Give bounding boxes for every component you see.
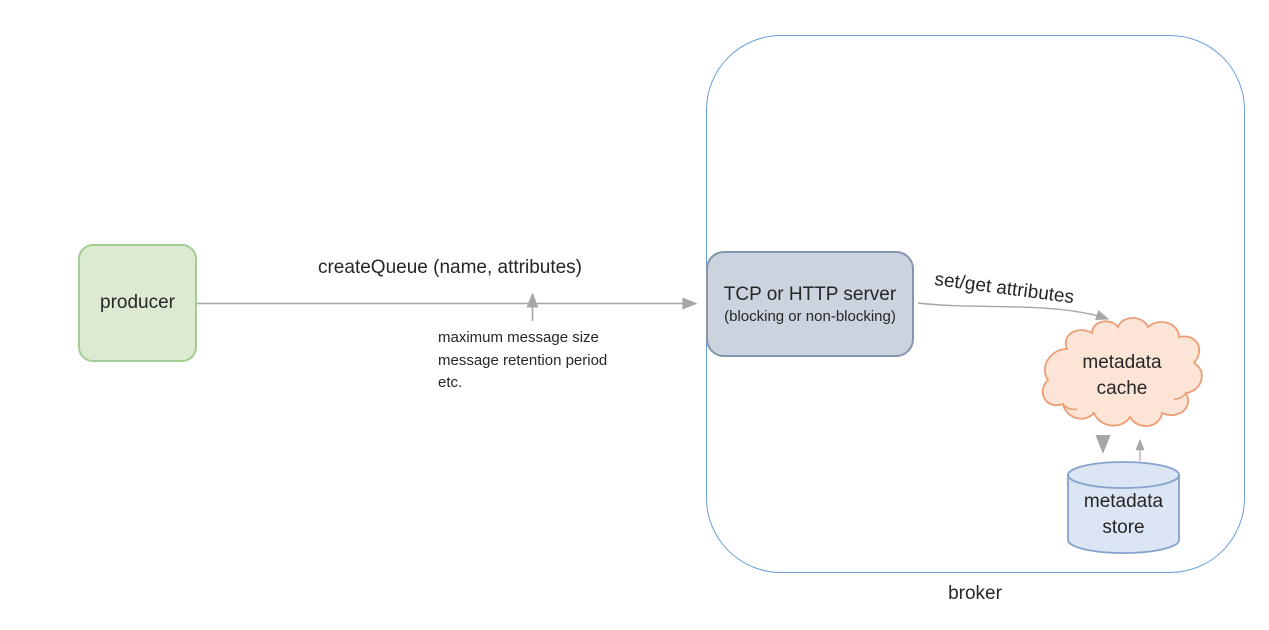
metadata-store-cylinder: [1067, 461, 1180, 554]
metadata-cache-label-line2: cache: [1096, 378, 1148, 399]
metadata-store-label: metadata store: [1068, 489, 1179, 541]
server-title: TCP or HTTP server: [723, 283, 897, 305]
annotation-line-3: etc.: [438, 374, 463, 391]
metadata-cache-cloud: [1041, 317, 1203, 427]
server-subtitle: (blocking or non-blocking): [724, 307, 896, 325]
broker-label: broker: [948, 583, 1002, 604]
server-node: TCP or HTTP server (blocking or non-bloc…: [706, 251, 914, 357]
metadata-cache-label-line1: metadata: [1082, 352, 1162, 373]
producer-node: producer: [78, 244, 197, 362]
annotation-line-1: maximum message size: [438, 329, 599, 346]
set-get-arrow: [917, 302, 1110, 321]
metadata-store-label-line1: metadata: [1083, 491, 1164, 512]
queue-attributes-annotation: maximum message size message retention p…: [438, 327, 607, 395]
producer-label: producer: [100, 292, 175, 313]
metadata-store-label-line2: store: [1102, 517, 1145, 538]
create-queue-label: createQueue (name, attributes): [317, 257, 583, 278]
metadata-cache-label: metadata cache: [1040, 350, 1204, 402]
annotation-line-2: message retention period: [438, 351, 608, 369]
